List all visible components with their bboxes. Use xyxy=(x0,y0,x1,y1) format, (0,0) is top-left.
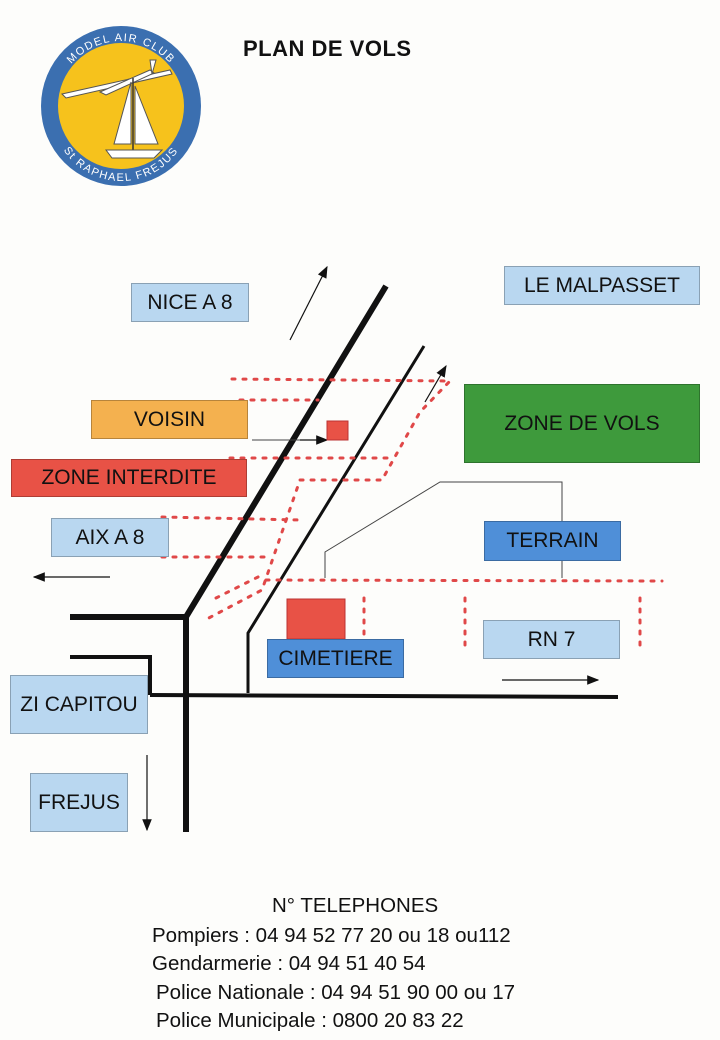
label-frejus: FREJUS xyxy=(30,773,128,832)
label-cimetiere: CIMETIERE xyxy=(267,639,404,678)
label-aix-a8: AIX A 8 xyxy=(51,518,169,557)
label-zone-interdite: ZONE INTERDITE xyxy=(11,459,247,497)
glider-icon xyxy=(61,59,173,99)
label-rn7: RN 7 xyxy=(483,620,620,659)
direction-arrows xyxy=(32,265,600,832)
cimetiere-building-marker xyxy=(286,598,346,640)
phone-police-municipale: Police Municipale : 0800 20 83 22 xyxy=(156,1009,464,1032)
label-zi-capitou: ZI CAPITOU xyxy=(10,675,148,734)
phone-police-nationale: Police Nationale : 04 94 51 90 00 ou 17 xyxy=(156,981,516,1004)
club-logo: MODEL AIR CLUB St RAPHAEL FREJUS xyxy=(41,26,201,186)
label-voisin: VOISIN xyxy=(91,400,248,439)
dotted-zone-boundaries xyxy=(160,377,664,654)
phones-heading: N° TELEPHONES xyxy=(272,894,439,917)
label-nice-a8: NICE A 8 xyxy=(131,283,249,322)
label-le-malpasset: LE MALPASSET xyxy=(504,266,700,305)
label-terrain: TERRAIN xyxy=(484,521,621,561)
page-title: PLAN DE VOLS xyxy=(243,36,412,61)
phone-gendarmerie: Gendarmerie : 04 94 51 40 54 xyxy=(152,952,426,975)
voisin-building-marker xyxy=(326,420,349,441)
label-zone-de-vols: ZONE DE VOLS xyxy=(464,384,700,463)
roads xyxy=(70,284,619,832)
sailboat-icon xyxy=(105,78,164,159)
phone-pompiers: Pompiers : 04 94 52 77 20 ou 18 ou112 xyxy=(152,924,511,947)
